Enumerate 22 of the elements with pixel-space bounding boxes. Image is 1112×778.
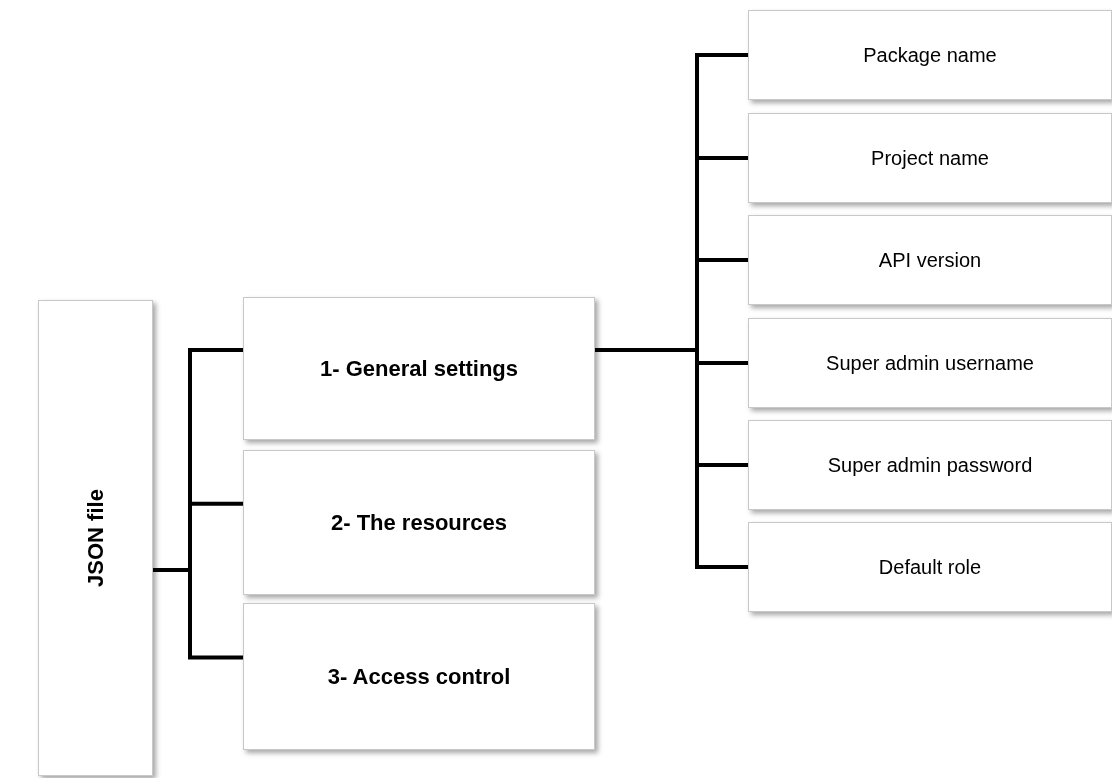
process-box <box>748 10 1112 100</box>
node-label: 2- The resources <box>330 509 508 536</box>
node-label: JSON file <box>82 489 109 587</box>
process-box <box>243 450 595 595</box>
node-label: Default role <box>878 555 982 579</box>
connector <box>153 567 243 660</box>
process-box <box>748 522 1112 612</box>
node-label: 3- Access control <box>327 663 511 690</box>
process-box <box>748 113 1112 203</box>
node-label: API version <box>878 248 982 272</box>
root-box <box>38 300 153 776</box>
process-box <box>748 420 1112 510</box>
process-box <box>748 215 1112 305</box>
node-label: Package name <box>863 43 997 67</box>
process-box <box>243 603 595 750</box>
node-label: Super admin password <box>827 453 1033 477</box>
connector <box>595 347 748 569</box>
node-label: Project name <box>871 146 989 170</box>
node-label: 1- General settings <box>319 355 519 382</box>
process-box <box>243 297 595 440</box>
process-box <box>748 318 1112 408</box>
node-label: Super admin username <box>826 351 1034 375</box>
